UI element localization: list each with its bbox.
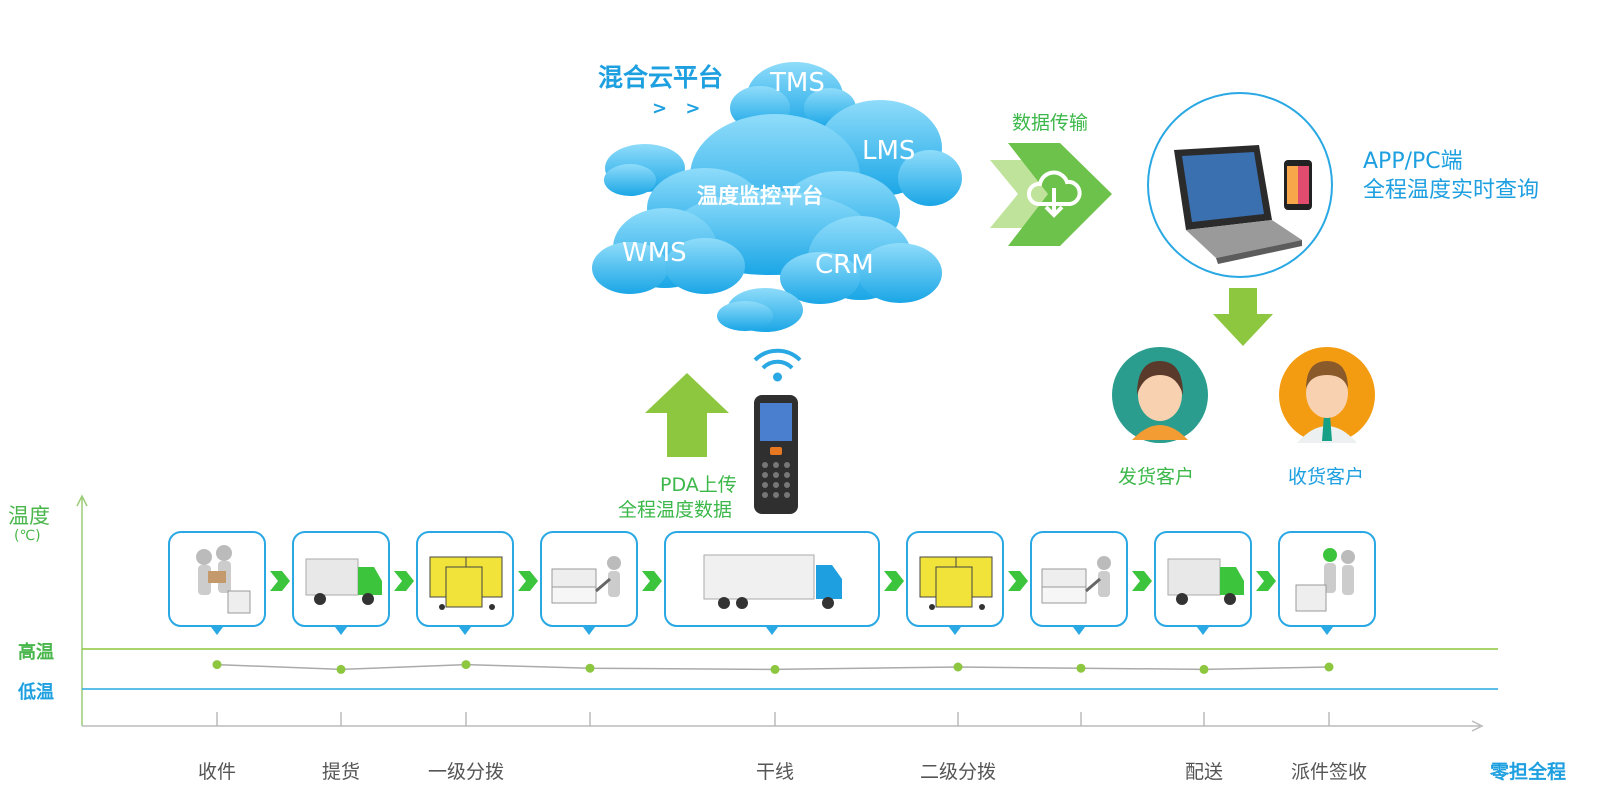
stage-box-signoff xyxy=(1278,531,1376,635)
receiver-label: 收货客户 xyxy=(1288,466,1365,488)
x-axis-label: 一级分拨 xyxy=(428,761,505,783)
temperature-point xyxy=(336,664,346,674)
stage-box-unloading xyxy=(1030,531,1128,635)
stage-box-primary-hub xyxy=(416,531,514,635)
temperature-point xyxy=(770,664,780,674)
temperature-point xyxy=(212,660,222,670)
y-axis-arrow xyxy=(76,494,88,507)
sender-label: 发货客户 xyxy=(1118,466,1195,488)
down-arrow-icon xyxy=(1213,288,1273,346)
temperature-point xyxy=(1324,662,1334,672)
stage-box-pickup-receive xyxy=(168,531,266,635)
cloud-platform-title: 混合云平台 xyxy=(598,63,724,92)
cloud-label-wms: WMS xyxy=(622,238,687,268)
y-axis-unit: (℃) xyxy=(14,528,41,544)
stage-box-loading xyxy=(540,531,638,635)
stage-box-delivery xyxy=(1154,531,1252,635)
cage-trolley-icon xyxy=(919,556,993,610)
cage-trolley-icon xyxy=(429,556,503,610)
x-axis-label: 干线 xyxy=(756,761,795,783)
app-pc-line2: 全程温度实时查询 xyxy=(1363,178,1540,203)
wifi-icon xyxy=(753,348,802,382)
pallet-jack-icon xyxy=(1041,556,1111,604)
pda-device-icon xyxy=(754,395,798,514)
app-pc-label: APP/PC端 全程温度实时查询 xyxy=(1363,147,1539,205)
receiver-avatar-icon xyxy=(1279,347,1375,443)
cloud-download-arrow-icon xyxy=(990,143,1112,246)
stage-box-trunk xyxy=(664,531,880,635)
cloud-label-crm: CRM xyxy=(815,250,874,280)
courier-handover-icon xyxy=(196,545,251,614)
semi-truck-icon xyxy=(703,554,842,609)
cloud-label-tms: TMS xyxy=(770,68,825,98)
pda-label-line1: PDA上传 xyxy=(660,474,737,496)
cloud-label-lms: LMS xyxy=(862,136,916,166)
temperature-point xyxy=(1076,663,1086,673)
y-axis-title: 温度 xyxy=(8,504,50,528)
x-axis-label: 二级分拨 xyxy=(920,761,997,783)
temperature-point xyxy=(585,663,595,673)
high-temp-label: 高温 xyxy=(18,642,54,663)
pda-label-line2: 全程温度数据 xyxy=(618,499,733,521)
x-axis-label: 提货 xyxy=(322,761,361,783)
x-axis-end-label: 零担全程 xyxy=(1490,761,1567,783)
x-axis-arrow xyxy=(1471,720,1484,732)
cloud-cluster-icon xyxy=(592,62,962,332)
cloud-label-center: 温度监控平台 xyxy=(697,184,823,208)
app-pc-line1: APP/PC端 xyxy=(1363,149,1463,174)
temperature-point xyxy=(1199,664,1209,674)
delivery-signoff-icon xyxy=(1295,548,1355,612)
low-temp-label: 低温 xyxy=(18,682,54,703)
small-truck-icon xyxy=(305,558,382,605)
temperature-point xyxy=(461,660,471,670)
stage-box-secondary-hub xyxy=(906,531,1004,635)
sender-avatar-icon xyxy=(1112,347,1208,443)
small-truck-icon xyxy=(1167,558,1244,605)
x-axis-label: 派件签收 xyxy=(1291,761,1368,783)
laptop-phone-icon xyxy=(1147,92,1333,278)
x-axis-label: 收件 xyxy=(198,761,237,783)
pallet-jack-icon xyxy=(551,556,621,604)
x-axis-label: 配送 xyxy=(1185,761,1224,783)
stage-box-pickup xyxy=(292,531,390,635)
cloud-title-arrows: > > xyxy=(652,98,707,119)
upload-arrow-icon xyxy=(645,373,729,457)
data-transfer-label: 数据传输 xyxy=(1012,112,1089,134)
temperature-point xyxy=(953,662,963,672)
